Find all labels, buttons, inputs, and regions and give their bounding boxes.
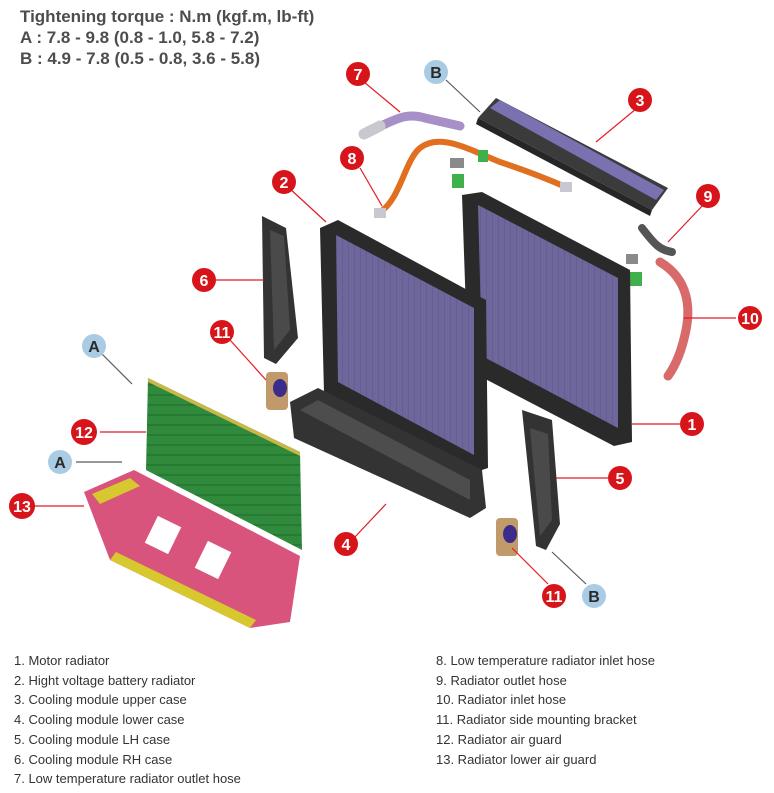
radiator-air-guard xyxy=(146,378,302,550)
callout-3: 3 xyxy=(628,88,652,112)
legend-item: 9. Radiator outlet hose xyxy=(436,672,567,688)
legend-item: 3. Cooling module upper case xyxy=(14,692,187,708)
callout-b-top: B xyxy=(424,60,448,84)
callout-a-lower-label: A xyxy=(54,455,66,472)
callout-9: 9 xyxy=(696,184,720,208)
legend-item: 11. Radiator side mounting bracket xyxy=(436,712,637,728)
legend-item: 10. Radiator inlet hose xyxy=(436,692,567,708)
legend-item: 4. Cooling module lower case xyxy=(14,712,185,728)
leader-A1 xyxy=(99,351,133,385)
motor-radiator xyxy=(462,192,632,446)
torque-spec: Tightening torque : N.m (kgf.m, lb-ft) A… xyxy=(20,6,314,69)
leader-11b xyxy=(511,547,549,585)
torque-line-b: B : 4.9 - 7.8 (0.5 - 0.8, 3.6 - 5.8) xyxy=(20,49,260,68)
callout-11-upper-label: 11 xyxy=(214,325,231,342)
cooling-module-lh-case xyxy=(522,410,560,550)
callout-4: 4 xyxy=(334,532,358,556)
legend-right: 8. Low temperature radiator inlet hose 9… xyxy=(436,651,655,769)
legend-item: 7. Low temperature radiator outlet hose xyxy=(14,771,241,787)
legend-item: 5. Cooling module LH case xyxy=(14,731,171,747)
legend-item: 12. Radiator air guard xyxy=(436,731,562,747)
callout-9-label: 9 xyxy=(704,189,713,206)
callout-13-label: 13 xyxy=(13,499,31,516)
leader-9 xyxy=(667,203,705,243)
small-bracket-top xyxy=(450,158,642,286)
legend-item: 6. Cooling module RH case xyxy=(14,751,173,767)
leader-4 xyxy=(353,503,387,539)
callout-11-upper: 11 xyxy=(210,320,234,344)
legend-left: 1. Motor radiator 2. Hight voltage batte… xyxy=(14,651,241,789)
leader-lines xyxy=(30,81,736,585)
callout-6: 6 xyxy=(192,268,216,292)
callout-3-label: 3 xyxy=(636,93,645,110)
cooling-module-upper-case xyxy=(476,98,668,216)
leader-B2 xyxy=(551,551,587,585)
leader-8 xyxy=(359,167,383,207)
callout-a-lower: A xyxy=(48,450,72,474)
radiator-side-mounting-bracket-lower xyxy=(496,518,518,556)
callout-10-label: 10 xyxy=(741,311,759,328)
callout-11-lower-label: 11 xyxy=(546,589,563,606)
leader-lines-letter xyxy=(76,79,587,585)
leader-7 xyxy=(363,81,401,113)
legend-item: 2. Hight voltage battery radiator xyxy=(14,672,196,688)
callout-13: 13 xyxy=(9,493,35,519)
torque-line-a: A : 7.8 - 9.8 (0.8 - 1.0, 5.8 - 7.2) xyxy=(20,28,260,47)
callout-1: 1 xyxy=(680,412,704,436)
low-temp-radiator-outlet-hose xyxy=(358,111,465,140)
torque-title: Tightening torque : N.m (kgf.m, lb-ft) xyxy=(20,7,315,26)
legend-item: 8. Low temperature radiator inlet hose xyxy=(436,653,655,668)
legend-item: 1. Motor radiator xyxy=(14,653,110,668)
callout-a-upper-label: A xyxy=(88,339,100,356)
callout-8: 8 xyxy=(340,146,364,170)
callout-5-label: 5 xyxy=(616,471,625,488)
low-temp-radiator-inlet-hose xyxy=(374,138,572,218)
radiator-outlet-hose xyxy=(638,224,676,256)
callout-b-lower: B xyxy=(582,584,606,608)
legend-item: 13. Radiator lower air guard xyxy=(436,751,597,767)
radiator-lower-air-guard xyxy=(84,470,300,628)
callout-2: 2 xyxy=(272,170,296,194)
callout-6-label: 6 xyxy=(200,273,209,290)
callout-4-label: 4 xyxy=(342,537,351,554)
callout-2-label: 2 xyxy=(280,175,289,192)
radiator-inlet-hose xyxy=(655,257,693,381)
callout-b-lower-label: B xyxy=(588,589,600,606)
leader-2 xyxy=(287,186,327,223)
cooling-module-rh-case xyxy=(262,216,298,364)
callout-10: 10 xyxy=(738,306,762,330)
callout-5: 5 xyxy=(608,466,632,490)
exploded-diagram: 7 B 3 8 2 9 6 10 11 A 1 12 xyxy=(9,60,762,628)
callout-7-label: 7 xyxy=(354,67,363,84)
callout-8-label: 8 xyxy=(348,151,357,168)
callout-1-label: 1 xyxy=(688,417,697,434)
leader-B1 xyxy=(445,79,481,113)
leader-11a xyxy=(229,339,267,381)
cooling-module-lower-case xyxy=(290,388,486,518)
radiator-side-mounting-bracket-upper xyxy=(266,372,288,410)
callout-12-label: 12 xyxy=(75,425,93,442)
callout-12: 12 xyxy=(71,419,97,445)
callout-7: 7 xyxy=(346,62,370,86)
callout-b-top-label: B xyxy=(430,65,442,82)
callout-a-upper: A xyxy=(82,334,106,358)
callout-11-lower: 11 xyxy=(542,584,566,608)
